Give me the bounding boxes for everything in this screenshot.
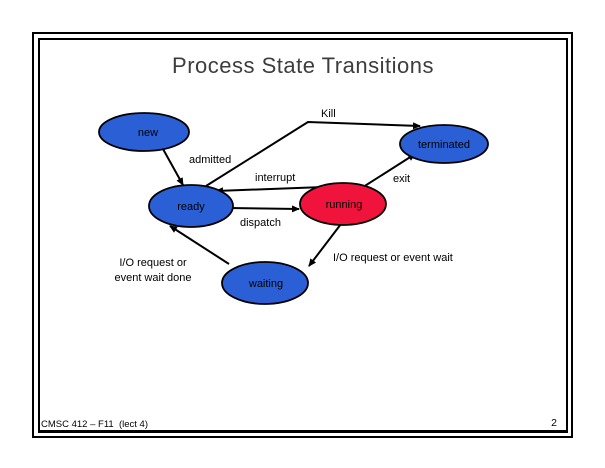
edge-running-to-waiting-io-request [308,223,342,267]
edge-ready-to-running-dispatch [228,205,300,213]
transition-label-dispatch: dispatch [240,217,281,229]
transition-label-interrupt: interrupt [255,172,295,184]
footer-course-label: CMSC 412 – F11 (lect 4) [41,419,149,430]
state-node-terminated [399,124,489,164]
transition-label-admitted: admitted [189,154,231,166]
state-node-running [299,182,387,226]
state-label-ready: ready [177,201,205,213]
slide-inner-border [38,38,568,433]
footer-divider [40,430,566,432]
transition-label-io-wait: I/O request or event wait [333,252,453,264]
edge-waiting-to-ready-io-done [169,225,230,265]
state-label-waiting: waiting [248,278,283,290]
transition-label-exit: exit [393,173,410,185]
page-number: 2 [551,417,557,429]
state-label-terminated: terminated [418,139,470,151]
transition-label-io-done-line1: I/O request or [119,257,187,269]
edge-running-to-ready-interrupt [215,186,325,195]
edge-running-to-terminated-exit [359,153,416,190]
page-title: Process State Transitions [172,53,434,78]
state-label-running: running [326,199,363,211]
state-node-ready [148,184,234,228]
state-node-new [98,112,190,152]
edge-new-to-ready-admitted [162,148,184,186]
state-node-waiting [221,261,309,305]
transition-label-io-done-line2: event wait done [114,272,191,284]
state-label-new: new [138,127,158,139]
slide-outer-border [32,32,573,438]
edge-ready-to-terminated-kill [205,120,421,187]
transition-label-kill: Kill [321,108,336,120]
